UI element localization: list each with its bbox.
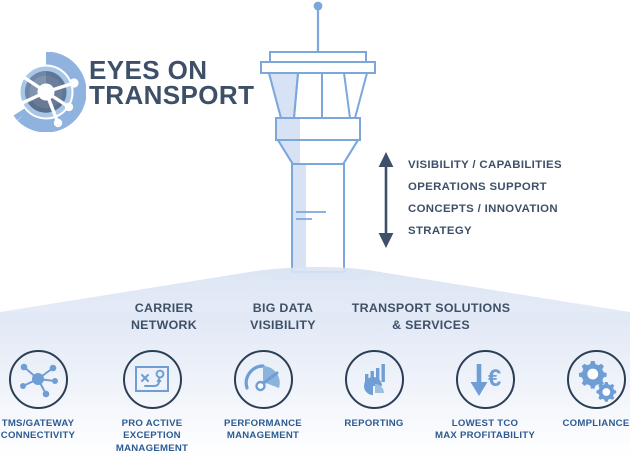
capability-item: STRATEGY: [408, 225, 472, 237]
service-label-line1: TMS/GATEWAY: [1, 418, 75, 429]
section-header-transport-solutions: TRANSPORT SOLUTIONS & SERVICES: [338, 300, 524, 334]
bar-pie-chart-icon: [344, 350, 404, 409]
service-label: PERFORMANCE MANAGEMENT: [210, 418, 316, 443]
service-item-tms-gateway[interactable]: TMS/GATEWAY CONNECTIVITY: [0, 350, 91, 443]
section-line2: VISIBILITY: [250, 318, 316, 332]
section-header-big-data-visibility: BIG DATA VISIBILITY: [228, 300, 338, 334]
service-label-line3: MANAGEMENT: [115, 442, 189, 454]
svg-text:€: €: [488, 365, 501, 392]
service-label-line1: REPORTING: [344, 418, 404, 429]
double-headed-vertical-arrow-icon: [374, 152, 398, 248]
service-label-line1: COMPLIANCE: [562, 418, 630, 429]
section-line1: TRANSPORT SOLUTIONS: [351, 301, 511, 315]
down-arrow-euro-icon: €: [455, 350, 515, 409]
speed-gauge-icon: [233, 350, 293, 409]
capability-item: OPERATIONS SUPPORT: [408, 181, 547, 193]
service-label: REPORTING: [321, 418, 427, 430]
service-label-line2: MAX PROFITABILITY: [434, 430, 535, 442]
brand-logo: EYES ON TRANSPORT: [6, 51, 256, 138]
gears-icon: [566, 350, 626, 409]
service-label-line1: PERFORMANCE: [224, 418, 302, 429]
service-label: PRO ACTIVE EXCEPTION MANAGEMENT: [99, 418, 205, 455]
light-beam-shape: [0, 267, 630, 457]
route-exception-icon: [122, 350, 182, 409]
air-traffic-control-tower-icon: [238, 0, 398, 281]
service-label-line1: LOWEST TCO: [451, 418, 519, 429]
capability-list: VISIBILITY / CAPABILITIES OPERATIONS SUP…: [408, 154, 624, 242]
capability-item: VISIBILITY / CAPABILITIES: [408, 159, 562, 171]
service-label-line1: PRO ACTIVE: [121, 418, 183, 429]
section-header-carrier-network: CARRIER NETWORK: [104, 300, 224, 334]
brand-name-line2: TRANSPORT: [89, 80, 255, 110]
capability-stack: VISIBILITY / CAPABILITIES OPERATIONS SUP…: [374, 152, 624, 252]
service-item-lowest-tco[interactable]: € LOWEST TCO MAX PROFITABILITY: [432, 350, 538, 443]
service-label: LOWEST TCO MAX PROFITABILITY: [432, 418, 538, 443]
section-line1: CARRIER: [134, 301, 194, 315]
service-label-line2: EXCEPTION: [123, 430, 181, 442]
service-item-reporting[interactable]: REPORTING: [321, 350, 427, 430]
service-label-line2: MANAGEMENT: [226, 430, 300, 442]
service-label-line2: CONNECTIVITY: [0, 430, 76, 442]
section-line2: & SERVICES: [392, 318, 470, 332]
service-label: TMS/GATEWAY CONNECTIVITY: [0, 418, 91, 443]
service-item-performance-management[interactable]: PERFORMANCE MANAGEMENT: [210, 350, 316, 443]
brand-name: EYES ON TRANSPORT: [89, 55, 255, 110]
service-item-compliance[interactable]: COMPLIANCE: [543, 350, 630, 430]
service-label: COMPLIANCE: [543, 418, 630, 430]
network-nodes-icon: [8, 350, 68, 409]
radar-network-icon: [6, 51, 87, 133]
brand-name-line1: EYES ON: [89, 55, 208, 85]
section-line2: NETWORK: [130, 318, 198, 332]
section-line1: BIG DATA: [252, 301, 314, 315]
service-item-proactive-exception[interactable]: PRO ACTIVE EXCEPTION MANAGEMENT: [99, 350, 205, 455]
capability-item: CONCEPTS / INNOVATION: [408, 203, 558, 215]
